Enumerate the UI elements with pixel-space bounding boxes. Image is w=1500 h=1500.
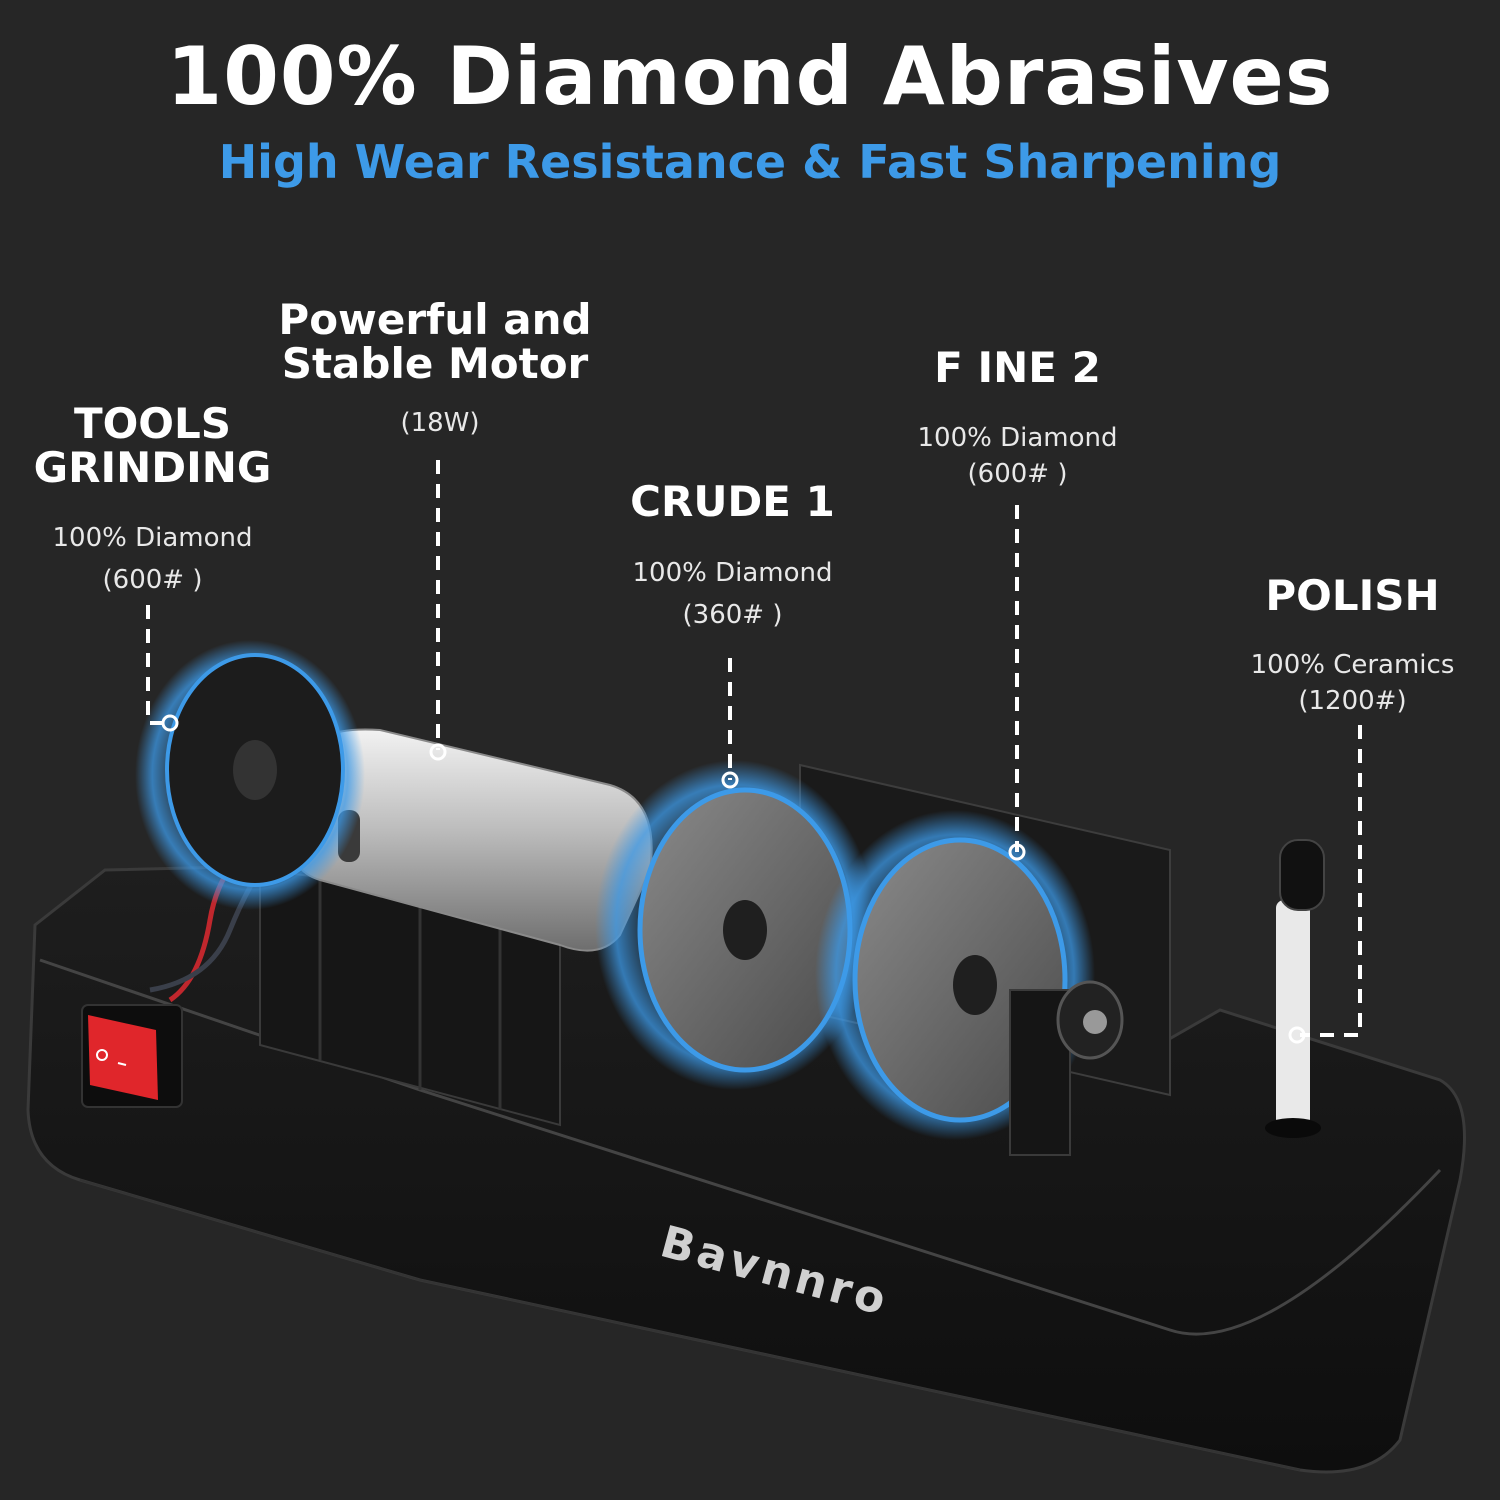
dot-fine2: [1008, 843, 1026, 861]
polish-material: 100% Ceramics: [1250, 650, 1455, 680]
dot-polish: [1288, 1026, 1306, 1044]
fine2-spec: 100% Diamond (600# ): [885, 420, 1150, 492]
motor-title: Powerful and Stable Motor: [270, 298, 600, 386]
tools-grinding-spec: 100% Diamond (600# ): [20, 520, 285, 598]
leader-tools-grinding: [146, 605, 168, 725]
motor-title-line1: Powerful and: [278, 295, 592, 344]
tools-grinding-title-line2: GRINDING: [33, 443, 272, 492]
polish-spec: 100% Ceramics (1200#): [1220, 647, 1485, 719]
crude1-material: 100% Diamond: [632, 558, 833, 588]
dot-motor: [429, 743, 447, 761]
leader-lines: [146, 460, 1362, 1037]
dot-crude1: [721, 771, 739, 789]
motor-title-line2: Stable Motor: [281, 339, 589, 388]
power-switch-icon: [81, 1004, 183, 1108]
crude-wheel-icon: [595, 760, 875, 1090]
tools-grinding-material: 100% Diamond: [52, 523, 253, 553]
tools-grinding-grit: (600# ): [102, 565, 203, 595]
polish-grit: (1200#): [1298, 686, 1407, 716]
ceramic-rod-icon: [1265, 839, 1325, 1138]
dot-tools-grinding: [161, 714, 179, 732]
tools-grinding-title: TOOLS GRINDING: [20, 402, 285, 490]
fine2-grit: (600# ): [967, 459, 1068, 489]
leader-polish: [1300, 725, 1362, 1037]
page-title: 100% Diamond Abrasives: [166, 30, 1334, 123]
grinding-wheel-icon: [135, 640, 365, 910]
fine2-material: 100% Diamond: [917, 423, 1118, 453]
crude1-spec: 100% Diamond (360# ): [600, 555, 865, 633]
motor-spec: (18W): [400, 408, 480, 438]
crude1-grit: (360# ): [682, 600, 783, 630]
bearing-post: [1009, 980, 1124, 1156]
tools-grinding-title-line1: TOOLS: [73, 399, 232, 448]
fine2-title: F INE 2: [934, 343, 1101, 392]
page-subtitle: High Wear Resistance & Fast Sharpening: [218, 135, 1282, 189]
crude1-title: CRUDE 1: [630, 477, 835, 526]
leader-dots: [161, 714, 1306, 1044]
polish-title: POLISH: [1265, 571, 1440, 620]
